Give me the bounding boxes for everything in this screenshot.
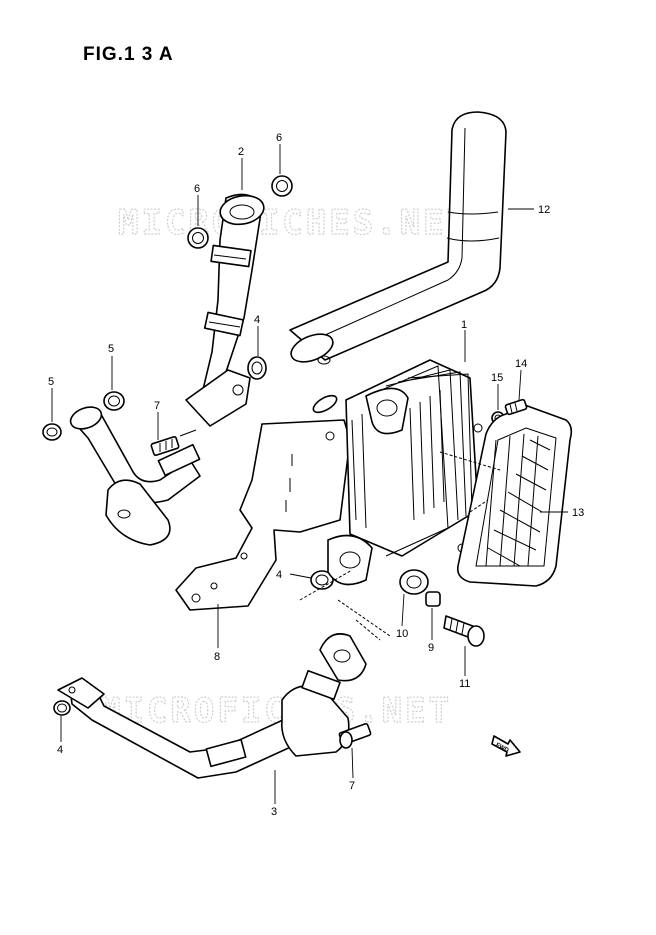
part-11-bolt [443,615,485,647]
callout-8: 8 [214,651,220,663]
part-13-cover [456,403,573,587]
part-2-hose [185,193,265,427]
callout-11: 11 [459,678,470,690]
callouts: 12 1 2 6 6 4 5 5 7 15 14 13 4 10 9 8 11 … [48,132,584,818]
callout-4-lower: 4 [57,744,63,756]
callout-10: 10 [396,628,408,640]
callout-6-right: 6 [276,132,282,144]
callout-6-left: 6 [194,183,200,195]
callout-3: 3 [271,806,277,818]
callout-9: 9 [428,642,434,654]
callout-14: 14 [515,358,527,370]
callout-7-upper: 7 [154,400,160,412]
callout-4-upper: 4 [254,314,260,326]
callout-1: 1 [461,319,467,331]
part-8-bracket [175,419,351,611]
reference-lines [299,451,501,641]
fwd-arrow-icon: FWD [491,735,521,757]
callout-4-middle: 4 [276,569,282,581]
part-3-hose [57,633,367,779]
part-14-bolt [504,398,528,416]
figure-title: FIG.1 3 A [83,44,174,65]
callout-15: 15 [491,372,503,384]
part-7-bolt-lower [338,722,372,749]
watermark-top: MICROFICHES.NET [118,203,470,243]
callout-7-lower: 7 [349,780,355,792]
callout-13: 13 [572,507,584,519]
part-7-bolt-upper [150,429,197,457]
part-hose-left [69,406,201,546]
part-9-collar [425,591,441,607]
callout-2: 2 [238,146,244,158]
part-10-grommet [399,569,429,595]
part-1-oil-cooler [327,359,483,586]
leader-lines [51,144,568,804]
callout-5-right: 5 [108,343,114,355]
callout-12: 12 [538,204,550,216]
callout-5-left: 5 [48,376,54,388]
part-12-pipe [289,111,507,414]
